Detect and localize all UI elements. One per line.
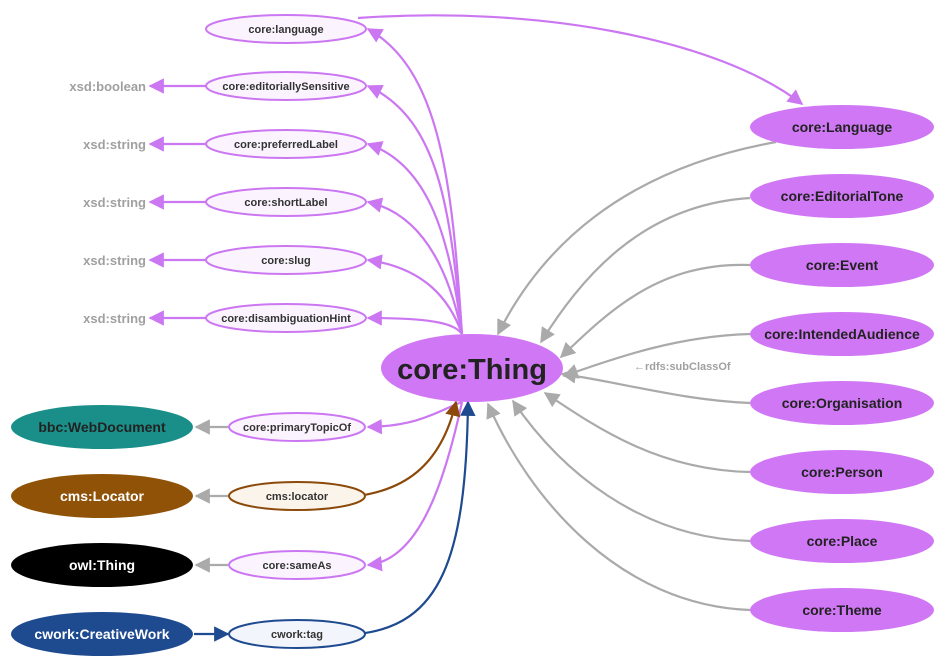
- edge-Theme-thing: [486, 402, 751, 612]
- subclass-label: core:EditorialTone: [781, 188, 904, 204]
- subclass-place[interactable]: core:Place: [750, 519, 934, 563]
- property-editoriallySensitive[interactable]: core:editoriallySensitive: [205, 71, 367, 101]
- property-shortLabel[interactable]: core:shortLabel: [205, 187, 367, 217]
- subclass-editorialtone[interactable]: core:EditorialTone: [750, 174, 934, 218]
- property-label: cwork:tag: [271, 629, 323, 641]
- edge-Organisation-thing: [560, 368, 751, 405]
- edge-language-Language: [357, 14, 804, 105]
- subclass-label: core:Place: [807, 533, 878, 549]
- class-label: cms:Locator: [60, 488, 145, 504]
- property-tag[interactable]: cwork:tag: [228, 619, 366, 649]
- edge-Person-thing: [543, 392, 751, 474]
- property-label: core:disambiguationHint: [221, 313, 351, 325]
- property-label: core:shortLabel: [244, 197, 327, 209]
- edge-thing-editoriallySensitive: [366, 84, 464, 335]
- property-disambiguationHint[interactable]: core:disambiguationHint: [205, 303, 367, 333]
- property-label: core:primaryTopicOf: [243, 422, 351, 434]
- property-label: core:editoriallySensitive: [222, 81, 349, 93]
- subclass-intendedaudience[interactable]: core:IntendedAudience: [750, 312, 934, 356]
- property-primaryTopicOf[interactable]: core:primaryTopicOf: [228, 412, 366, 442]
- center-node[interactable]: core:Thing: [381, 334, 563, 402]
- subclass-label: core:Theme: [802, 602, 882, 618]
- class-label: bbc:WebDocument: [38, 419, 166, 435]
- property-label: cms:locator: [266, 491, 329, 503]
- class-label: owl:Thing: [69, 557, 135, 573]
- edge-locator-thing: [357, 400, 461, 498]
- center-label: core:Thing: [397, 354, 547, 386]
- class-webdocument[interactable]: bbc:WebDocument: [11, 405, 193, 449]
- property-preferredLabel[interactable]: core:preferredLabel: [205, 129, 367, 159]
- datatype-string: xsd:string: [83, 253, 146, 268]
- subclass-nodes: core:Language core:EditorialTone core:Ev…: [750, 105, 934, 632]
- edge-EditorialTone-thing: [540, 196, 751, 344]
- subclass-theme[interactable]: core:Theme: [750, 588, 934, 632]
- edge-thing-language: [366, 28, 464, 335]
- edges: [148, 14, 804, 642]
- edge-Language-thing: [497, 140, 777, 336]
- datatype-string: xsd:string: [83, 195, 146, 210]
- property-locator[interactable]: cms:locator: [228, 481, 366, 511]
- datatype-boolean: xsd:boolean: [69, 79, 146, 94]
- edge-Place-thing: [512, 399, 751, 543]
- datatype-string: xsd:string: [83, 137, 146, 152]
- subclass-label: core:Person: [801, 464, 883, 480]
- edge-Event-thing: [559, 263, 751, 359]
- edge-thing-primaryTopicOf: [366, 400, 463, 435]
- property-sameAs[interactable]: core:sameAs: [228, 550, 366, 580]
- property-label: core:language: [248, 24, 323, 36]
- subclass-label: core:Event: [806, 257, 879, 273]
- class-locator[interactable]: cms:Locator: [11, 474, 193, 518]
- datatype-string: xsd:string: [83, 311, 146, 326]
- subclassof-annotation: ←rdfs:subClassOf: [634, 361, 731, 373]
- subclass-label: core:IntendedAudience: [764, 326, 920, 342]
- property-slug[interactable]: core:slug: [205, 245, 367, 275]
- class-creativework[interactable]: cwork:CreativeWork: [11, 612, 193, 656]
- property-nodes: core:language core:editoriallySensitive …: [205, 14, 367, 649]
- edge-thing-sameAs: [366, 401, 464, 572]
- subclass-person[interactable]: core:Person: [750, 450, 934, 494]
- property-language[interactable]: core:language: [205, 14, 367, 44]
- subclass-event[interactable]: core:Event: [750, 243, 934, 287]
- class-owlthing[interactable]: owl:Thing: [11, 543, 193, 587]
- property-label: core:preferredLabel: [234, 139, 338, 151]
- subclass-label: core:Language: [792, 119, 893, 135]
- datatype-labels: xsd:boolean xsd:string xsd:string xsd:st…: [69, 79, 146, 326]
- external-class-nodes: bbc:WebDocument cms:Locator owl:Thing cw…: [11, 405, 193, 656]
- edge-thing-shortLabel: [366, 197, 464, 335]
- edge-thing-disambiguationHint: [366, 310, 463, 335]
- class-label: cwork:CreativeWork: [34, 626, 169, 642]
- edge-IntendedAudience-thing: [562, 332, 751, 379]
- edge-tag-thing: [357, 400, 476, 636]
- subclass-language[interactable]: core:Language: [750, 105, 934, 149]
- edge-thing-preferredLabel: [366, 141, 464, 335]
- edge-thing-slug: [366, 254, 464, 335]
- subclass-organisation[interactable]: core:Organisation: [750, 381, 934, 425]
- subclass-label: core:Organisation: [782, 395, 903, 411]
- property-label: core:slug: [261, 255, 311, 267]
- property-label: core:sameAs: [262, 560, 331, 572]
